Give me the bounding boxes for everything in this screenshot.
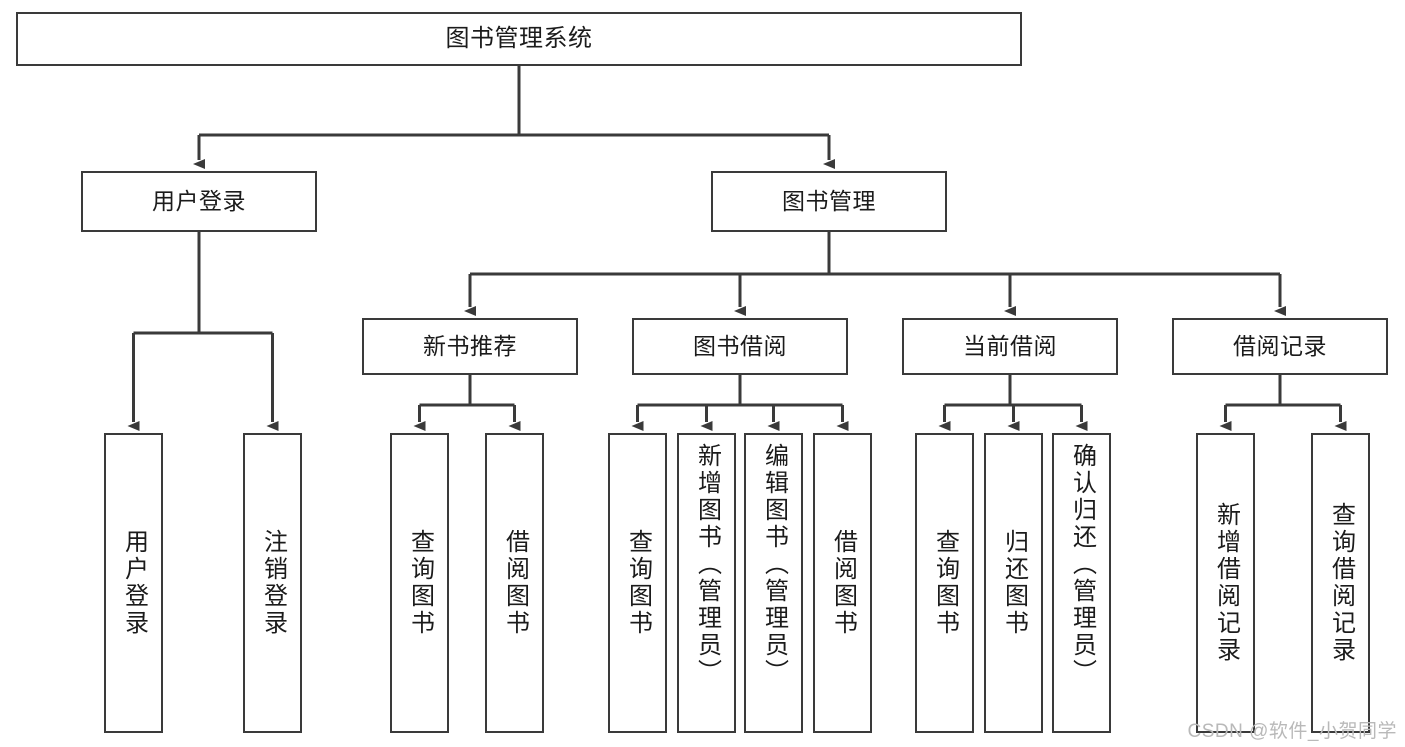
node-label: 注销登录 [259, 529, 287, 637]
node-leaf-query-book-3[interactable]: 查询图书 [915, 433, 974, 733]
node-label: 当前借阅 [963, 332, 1057, 359]
node-leaf-edit-book[interactable]: 编辑图书（管理员） [744, 433, 803, 733]
node-label: 查询图书 [406, 529, 434, 637]
node-label: 借阅记录 [1233, 332, 1327, 359]
node-label: 借阅图书 [501, 529, 529, 637]
node-root[interactable]: 图书管理系统 [16, 12, 1022, 66]
node-leaf-borrow-book-2[interactable]: 借阅图书 [813, 433, 872, 733]
node-label: 用户登录 [120, 529, 148, 637]
node-new-book-rec[interactable]: 新书推荐 [362, 318, 578, 375]
node-label: 新增借阅记录 [1212, 502, 1240, 664]
node-label: 新增图书（管理员） [693, 443, 721, 686]
node-leaf-user-login[interactable]: 用户登录 [104, 433, 163, 733]
node-label: 查询图书 [624, 529, 652, 637]
node-leaf-query-book-1[interactable]: 查询图书 [390, 433, 449, 733]
node-book-manage[interactable]: 图书管理 [711, 171, 947, 232]
node-leaf-query-record[interactable]: 查询借阅记录 [1311, 433, 1370, 733]
node-label: 查询借阅记录 [1327, 502, 1355, 664]
node-label: 借阅图书 [829, 529, 857, 637]
node-label: 查询图书 [931, 529, 959, 637]
node-leaf-query-book-2[interactable]: 查询图书 [608, 433, 667, 733]
node-book-borrow[interactable]: 图书借阅 [632, 318, 848, 375]
node-label: 新书推荐 [423, 332, 517, 359]
node-label: 编辑图书（管理员） [760, 443, 788, 686]
node-leaf-confirm-return[interactable]: 确认归还（管理员） [1052, 433, 1111, 733]
node-leaf-add-record[interactable]: 新增借阅记录 [1196, 433, 1255, 733]
node-leaf-return-book[interactable]: 归还图书 [984, 433, 1043, 733]
node-leaf-add-book[interactable]: 新增图书（管理员） [677, 433, 736, 733]
node-leaf-logout[interactable]: 注销登录 [243, 433, 302, 733]
watermark-text: CSDN @软件_小贺同学 [1187, 721, 1397, 742]
node-label: 确认归还（管理员） [1068, 443, 1096, 686]
node-label: 归还图书 [1000, 529, 1028, 637]
node-label: 图书借阅 [693, 332, 787, 359]
node-user-login[interactable]: 用户登录 [81, 171, 317, 232]
node-label: 图书管理系统 [445, 24, 593, 52]
node-leaf-borrow-book-1[interactable]: 借阅图书 [485, 433, 544, 733]
node-label: 图书管理 [782, 187, 876, 214]
node-label: 用户登录 [152, 187, 246, 214]
node-current-borrow[interactable]: 当前借阅 [902, 318, 1118, 375]
node-borrow-record[interactable]: 借阅记录 [1172, 318, 1388, 375]
